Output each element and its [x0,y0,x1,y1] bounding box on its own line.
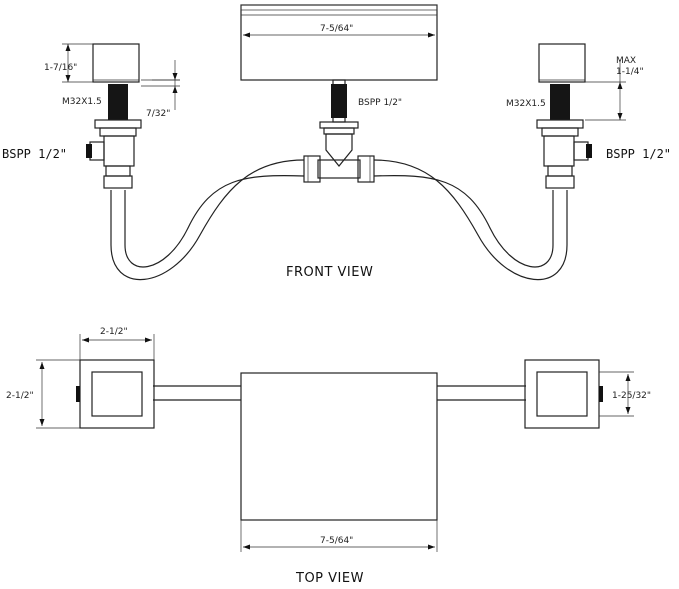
dim-handle-depth: 2-1/2" [6,391,34,401]
front-view: 7-5/64" BSPP 1/2" [2,4,671,280]
spout-top [240,372,438,521]
top-view: 7-5/64" 2-1/2" 2-1/2" [6,327,651,586]
dim-spout-width: 7-5/64" [320,24,353,34]
left-thread [108,84,128,120]
bspp-right-label: BSPP 1/2" [606,147,671,161]
bspp-center-label: BSPP 1/2" [358,98,402,108]
right-handle-front: M32X1.5 MAX 1-1/4" BSPP 1/2" [506,43,671,189]
dim-max-value: 1-1/4" [616,67,644,77]
spout-front: 7-5/64" BSPP 1/2" [240,4,438,135]
thread-left-label: M32X1.5 [62,97,102,107]
left-handle-front: 1-7/16" M32X1.5 7/32" BSPP 1/2" [2,43,180,189]
right-handle-top: 1-25/32" [524,359,651,429]
dim-spout-width-top: 7-5/64" [320,536,353,546]
dim-max-label: MAX [616,56,636,66]
dim-handle-height: 1-7/16" [44,63,77,73]
left-hose [110,159,305,280]
bspp-left-label: BSPP 1/2" [2,147,67,161]
thread-right-label: M32X1.5 [506,99,546,109]
right-thread [550,84,570,120]
dim-gap: 7/32" [146,109,170,119]
dim-handle-width: 2-1/2" [100,327,128,337]
tee-fitting [303,133,375,183]
center-thread [331,84,347,118]
top-view-title: TOP VIEW [295,571,364,586]
dim-handle-inner: 1-25/32" [612,391,651,401]
left-handle-top: 2-1/2" 2-1/2" [6,327,155,429]
right-hose [373,159,568,280]
front-view-title: FRONT VIEW [286,265,373,280]
